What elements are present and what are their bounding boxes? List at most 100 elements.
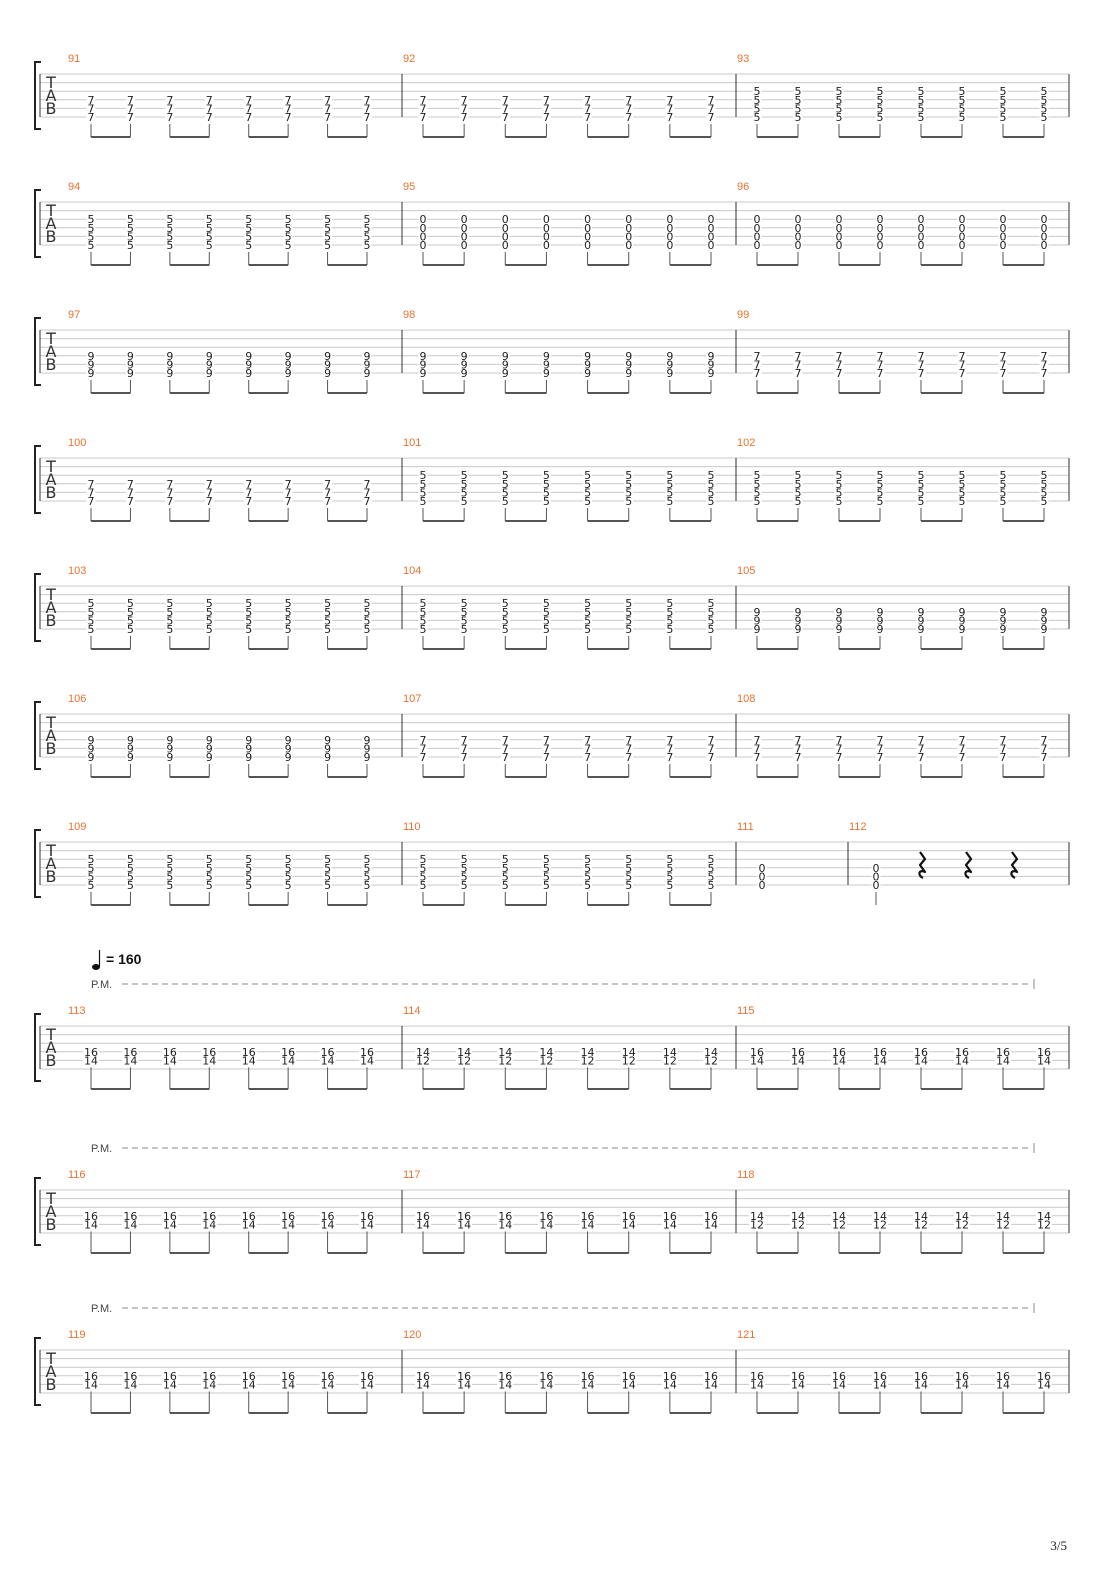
fret-background — [244, 607, 254, 617]
fret-background — [125, 607, 135, 617]
fret-background — [620, 1380, 637, 1390]
fret-background — [83, 1380, 99, 1390]
fret-background — [165, 215, 175, 225]
fret-background — [1039, 744, 1049, 754]
fret-background — [871, 872, 881, 882]
fret-number: 7 — [285, 111, 292, 124]
fret-background — [86, 599, 96, 609]
fret-number: 16 — [202, 1046, 216, 1059]
fret-number: 5 — [324, 862, 331, 875]
fret-background — [86, 625, 96, 634]
fret-background — [418, 479, 428, 489]
measure-number: 92 — [403, 53, 415, 65]
fret-number: 5 — [420, 606, 427, 619]
fret-number: 5 — [918, 478, 925, 491]
fret-number: 5 — [364, 623, 371, 636]
fret-number: 0 — [918, 230, 925, 243]
fret-number: 5 — [959, 85, 966, 98]
fret-number: 5 — [754, 85, 761, 98]
fret-number: 0 — [502, 213, 509, 226]
fret-background — [583, 881, 593, 890]
fret-number: 14 — [622, 1046, 636, 1059]
fret-background — [362, 360, 372, 370]
fret-number: 5 — [625, 623, 632, 636]
fret-background — [957, 232, 967, 242]
fret-number: 0 — [543, 239, 550, 252]
fret-background — [957, 87, 967, 97]
fret-background — [831, 1056, 847, 1066]
tab-clef-letter: B — [46, 739, 57, 758]
palm-mute-label: P.M. — [91, 1143, 112, 1155]
fret-background — [125, 113, 135, 122]
fret-number: 5 — [625, 606, 632, 619]
fret-background — [161, 1056, 178, 1066]
fret-number: 7 — [625, 751, 632, 764]
fret-background — [706, 232, 716, 242]
fret-number: 9 — [364, 734, 371, 747]
fret-background — [283, 95, 293, 105]
fret-number: 0 — [1000, 222, 1007, 235]
fret-number: 5 — [625, 879, 632, 892]
fret-number: 5 — [1041, 85, 1048, 98]
tab-clef-letter: T — [45, 713, 56, 732]
fret-background — [793, 360, 803, 370]
fret-background — [362, 241, 372, 250]
fret-number: 5 — [795, 469, 802, 482]
fret-background — [583, 369, 593, 378]
fret-number: 0 — [759, 870, 766, 883]
fret-background — [706, 471, 716, 481]
fret-background — [706, 744, 716, 754]
fret-background — [793, 87, 803, 97]
fret-number: 0 — [1041, 222, 1048, 235]
fret-background — [706, 625, 716, 634]
fret-background — [1039, 223, 1049, 233]
fret-background — [283, 625, 293, 634]
fret-number: 16 — [360, 1210, 374, 1223]
fret-background — [665, 104, 675, 114]
fret-background — [913, 1047, 929, 1057]
fret-number: 9 — [918, 606, 925, 619]
fret-background — [995, 1220, 1011, 1230]
fret-number: 5 — [420, 879, 427, 892]
fret-background — [579, 1371, 596, 1381]
fret-number: 5 — [708, 623, 715, 636]
fret-number: 5 — [836, 486, 843, 499]
fret-number: 9 — [364, 742, 371, 755]
fret-number: 7 — [166, 486, 173, 499]
fret-background — [165, 863, 175, 873]
fret-background — [83, 1056, 99, 1066]
fret-background — [583, 113, 593, 122]
fret-background — [362, 625, 372, 634]
measure-number: 101 — [403, 437, 421, 449]
fret-background — [283, 872, 293, 882]
fret-number: 5 — [543, 853, 550, 866]
fret-background — [703, 1371, 719, 1381]
fret-number: 7 — [127, 486, 134, 499]
fret-background — [541, 241, 551, 250]
fret-background — [998, 232, 1008, 242]
fret-background — [497, 1371, 514, 1381]
fret-background — [834, 215, 844, 225]
fret-background — [500, 744, 510, 754]
fret-number: 5 — [88, 870, 95, 883]
fret-background — [624, 351, 634, 361]
fret-background — [916, 360, 926, 370]
fret-number: 5 — [666, 486, 673, 499]
fret-number: 9 — [206, 358, 213, 371]
fret-background — [125, 616, 135, 626]
fret-background — [790, 1220, 806, 1230]
fret-background — [872, 1220, 888, 1230]
tab-clef-letter: A — [46, 726, 57, 745]
fret-number: 9 — [324, 358, 331, 371]
fret-background — [283, 488, 293, 498]
fret-number: 9 — [708, 350, 715, 363]
fret-number: 0 — [959, 213, 966, 226]
fret-background — [998, 95, 1008, 105]
fret-number: 5 — [584, 862, 591, 875]
fret-number: 9 — [88, 350, 95, 363]
fret-background — [957, 471, 967, 481]
fret-number: 14 — [202, 1218, 216, 1231]
fret-background — [749, 1380, 765, 1390]
fret-number: 9 — [88, 751, 95, 764]
fret-number: 14 — [663, 1378, 677, 1391]
